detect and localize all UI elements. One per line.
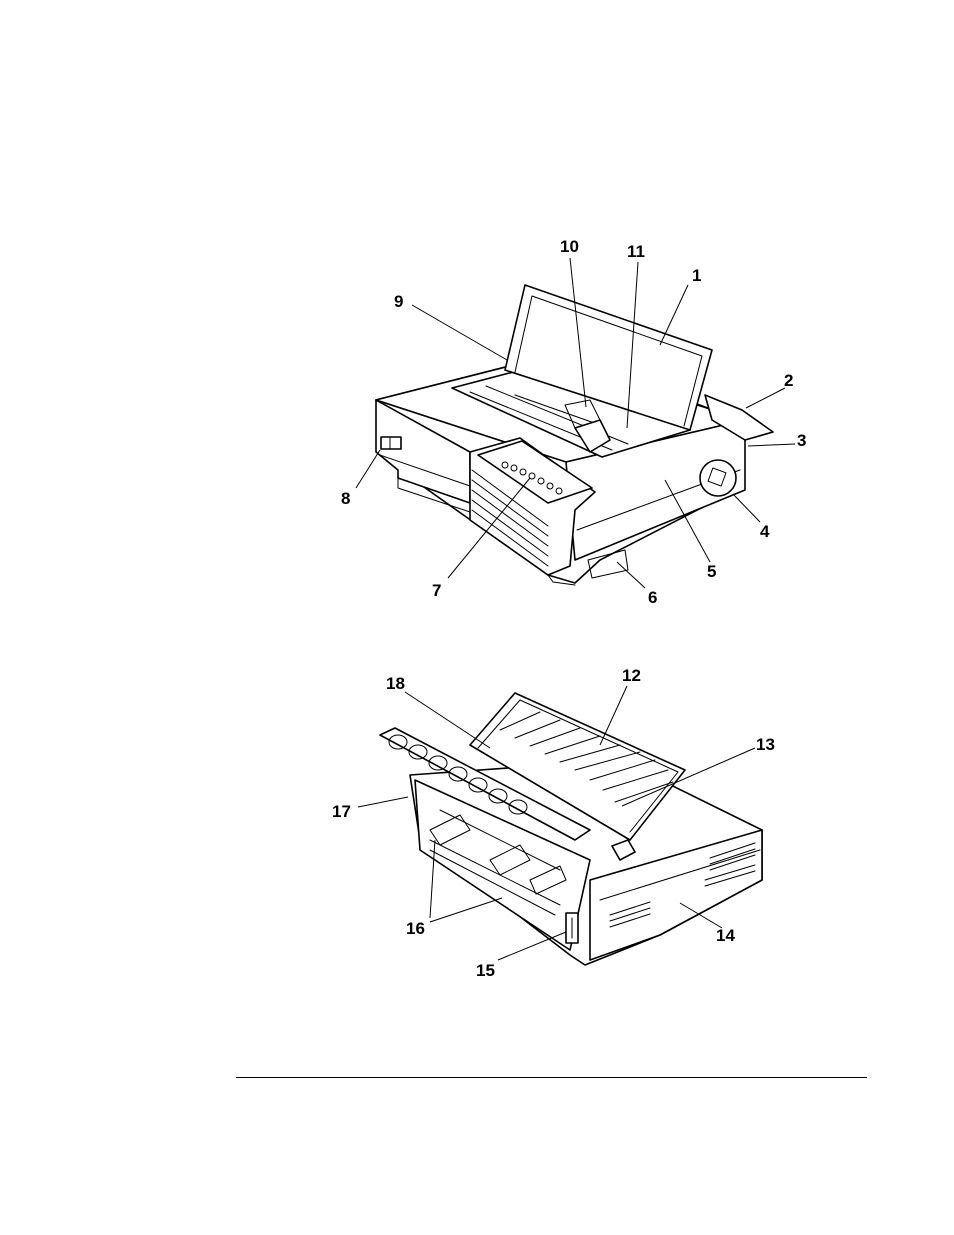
callout-3: 3 [797,431,806,450]
callout-15: 15 [476,961,495,980]
callout-6: 6 [648,588,657,607]
callout-2: 2 [784,371,793,390]
callout-11: 11 [627,242,645,261]
callout-10: 10 [560,237,579,256]
callout-12: 12 [622,666,641,685]
callout-13: 13 [756,735,775,754]
callout-16: 16 [406,919,425,938]
callout-4: 4 [760,522,770,541]
callout-14: 14 [716,926,735,945]
callout-1: 1 [692,266,701,285]
callout-9: 9 [394,292,403,311]
callout-5: 5 [707,562,716,581]
footer-divider [236,1077,867,1078]
callout-7: 7 [432,581,441,600]
callout-18: 18 [386,674,405,693]
printer-front-view [376,285,773,585]
printer-rear-view [380,693,762,965]
callout-17: 17 [332,802,351,821]
callout-8: 8 [341,489,350,508]
